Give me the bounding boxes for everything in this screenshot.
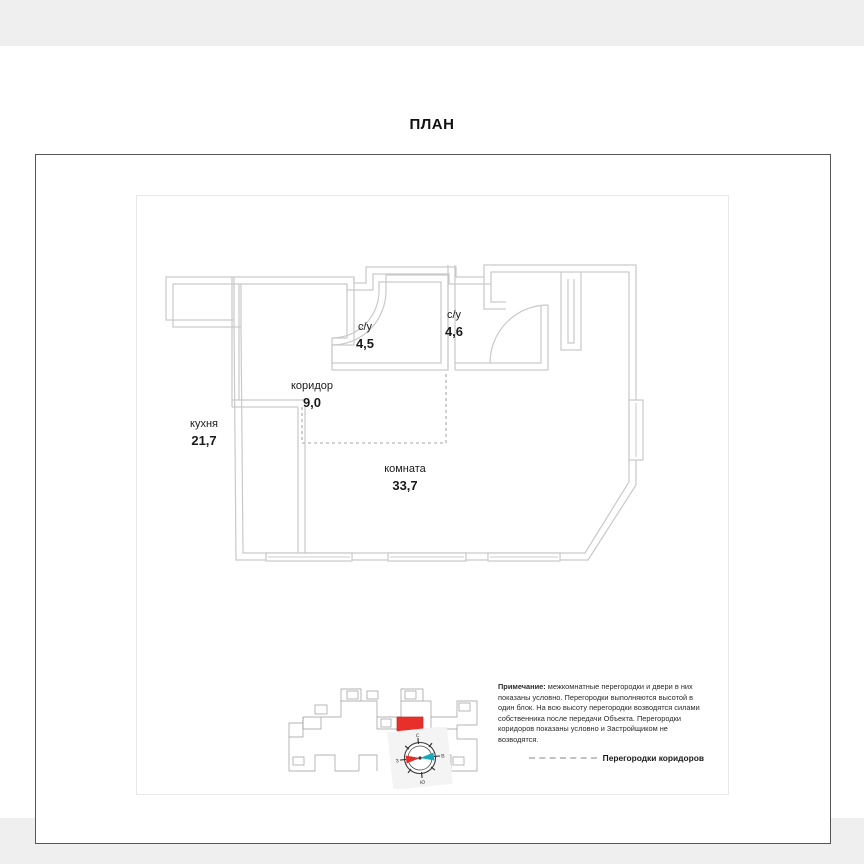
legend-label: Перегородки коридоров <box>602 752 704 763</box>
note-body: межкомнатные перегородки и двери в них п… <box>498 682 700 744</box>
compass-rose: С Ю В З <box>387 726 453 790</box>
shaft-box-inner <box>567 279 575 344</box>
room-name-room: комната <box>384 463 426 475</box>
floor-plan-graphic: кухня 21,7 коридор 9,0 с/у 4,5 с/у 4,6 к… <box>36 155 832 845</box>
note-paragraph: Примечание: межкомнатные перегородки и д… <box>498 682 704 746</box>
bath1-walls-inner <box>331 281 442 364</box>
room-name-kitchen: кухня <box>190 418 218 430</box>
bath2-niche-outer <box>483 277 506 310</box>
compass-label-west: З <box>395 758 399 764</box>
legend-dash-sample <box>528 756 597 759</box>
note-block: Примечание: межкомнатные перегородки и д… <box>498 682 704 763</box>
room-area-bath2: 4,6 <box>445 324 463 339</box>
compass-label-north: С <box>416 733 421 739</box>
bath2-door-arc <box>489 304 549 364</box>
compass-label-south: Ю <box>420 780 426 786</box>
envelope-inner <box>240 271 630 554</box>
compass-label-east: В <box>441 753 446 759</box>
bath2-walls <box>455 305 549 371</box>
window-hatching <box>268 403 637 558</box>
room-name-bath2: с/у <box>447 309 462 321</box>
room-area-corridor: 9,0 <box>303 395 321 410</box>
wall-outlines <box>165 264 644 562</box>
shaft-box <box>560 272 582 351</box>
entry-door-arc <box>331 290 387 346</box>
envelope-outer <box>233 264 637 561</box>
drawing-outer-frame: кухня 21,7 коридор 9,0 с/у 4,5 с/у 4,6 к… <box>35 154 831 844</box>
room-area-kitchen: 21,7 <box>191 433 216 448</box>
drawing-inner-frame <box>136 195 729 795</box>
page-title: ПЛАН <box>409 116 455 133</box>
bath2-walls-inner <box>455 305 542 364</box>
compass-needle-east <box>420 752 435 761</box>
plan-sheet: ПЛАН <box>0 46 864 844</box>
room-labels: кухня 21,7 коридор 9,0 с/у 4,5 с/у 4,6 к… <box>190 309 463 493</box>
bath2-niche <box>490 284 506 303</box>
compass-ticks <box>400 738 440 778</box>
entry-door-arc-inner <box>331 290 380 339</box>
note-heading: Примечание: <box>498 682 546 691</box>
room-name-corridor: коридор <box>291 380 333 392</box>
compass-needle-west <box>405 755 420 764</box>
room-name-bath1: с/у <box>358 321 373 333</box>
floor-plan-svg: кухня 21,7 коридор 9,0 с/у 4,5 с/у 4,6 к… <box>165 264 644 562</box>
compass-svg: С Ю В З <box>387 726 453 790</box>
room-area-bath1: 4,5 <box>356 336 374 351</box>
key-plan-svg <box>288 688 478 772</box>
legend-row: Перегородки коридоров <box>498 753 704 763</box>
entry-jamb-b <box>332 284 348 339</box>
kitchen-left-notch-inner <box>172 283 241 328</box>
corridor-partitions <box>301 373 447 444</box>
compass-pivot <box>418 756 422 760</box>
building-key-plan <box>281 667 491 782</box>
room-area-room: 33,7 <box>392 478 417 493</box>
kitchen-left-notch <box>165 276 234 321</box>
bath1-walls <box>331 274 449 371</box>
